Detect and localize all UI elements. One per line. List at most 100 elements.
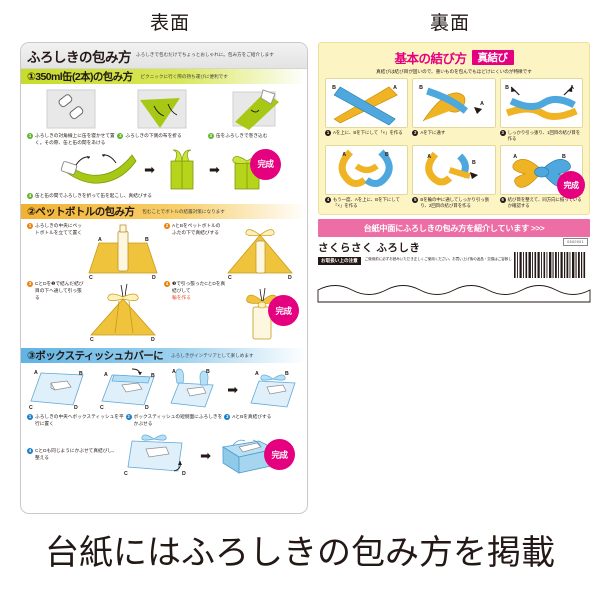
- label-b: B: [562, 154, 566, 160]
- step-text: Aを下に通す: [420, 130, 446, 135]
- back-panel-card: 基本の結び方 真結び 真結びは結び目が固いので、重いものを包んでもほどけにくいの…: [317, 42, 591, 303]
- corner-label-d: D: [151, 337, 155, 343]
- section-2-lower: 3 CとDを❷で結んだ結び目の下へ通して引っ張る C D: [27, 281, 301, 343]
- tissue-cover-tuck-cd-illustration: C D: [124, 434, 186, 477]
- step-text: ふろしきの中央へボックスティッシュを平行に置く: [35, 414, 124, 427]
- step-text: 缶と缶の間でふろしきを折って缶を起こし、真結びする: [35, 192, 152, 198]
- step-number: 2: [412, 130, 419, 136]
- step-text: しっかり引っ張り、1回目の結び目を作る: [507, 130, 581, 142]
- section-1-band: ①350ml缶(2本)の包み方 ピクニックに行く際の持ち運びに便利です: [21, 69, 307, 84]
- care-instructions-row: お取扱い上の注意 ご使用前に必ずお読みいただき正しくご使用ください。お買い上げ後…: [318, 256, 590, 265]
- section-3-heading: ③ボックスティッシュカバーに: [27, 350, 164, 363]
- knot-row-2: A B 4 もう一度、Aを上に、Bを下にして「×」を作る: [325, 145, 585, 209]
- section-2-step1: 1 ふろしきの中央にペットボトルを立てて置く A B C D: [27, 223, 164, 281]
- step-number: 2: [164, 223, 170, 230]
- corner-label-d: D: [182, 471, 186, 477]
- corner-label-d: D: [152, 275, 156, 281]
- front-panel-label: 表面: [149, 13, 190, 34]
- knot-step-1-caption: 1 Aを上に、Bを下にして「×」を作る: [325, 130, 408, 136]
- step-number: 3: [27, 281, 33, 288]
- corner-label-b: B: [151, 373, 155, 379]
- corner-label-a: A: [104, 372, 108, 378]
- arrow-icon: ➡: [209, 162, 220, 178]
- cross-reference-banner: 台紙中面にふろしきの包み方を紹介しています >>>: [318, 218, 590, 237]
- knot-step-5: A B 5 Bを輪の中に通してしっかり引っ張り、2回目の結び目を作る: [412, 145, 496, 209]
- knot-subtitle: 真結びは結び目が固いので、重いものを包んでもほどけにくいのが特徴です: [376, 69, 532, 74]
- step-text: CとDも同じようにかぶせて真結びし、整える: [35, 448, 117, 461]
- step-caption: 4 ❸で引っ張ったCとDを真結びして: [164, 281, 227, 295]
- tissue-box-on-cloth-illustration: A B C D: [29, 370, 84, 411]
- corner-label-a: A: [34, 370, 38, 376]
- arrow-icon: ➡: [144, 162, 155, 178]
- step-caption: 3 CとDを❷で結んだ結び目の下へ通して引っ張る: [27, 281, 85, 341]
- section-2-band: ②ペットボトルの包み方 包むことでボトルの結露対策になります: [21, 204, 307, 220]
- arrow-icon: ➡: [227, 381, 239, 397]
- product-code: 0500001: [563, 237, 588, 246]
- step-number: 2: [125, 414, 132, 421]
- step-caption: 3 缶をふろしきで巻き込む: [207, 133, 290, 140]
- section-2-step4: 4 ❸で引っ張ったCとDを真結びして 輪を作る 完成: [164, 281, 301, 341]
- label-a: A: [513, 154, 517, 160]
- section-3-band: ③ボックスティッシュカバーに ふろしきがインテリアとして楽しめます: [21, 348, 307, 364]
- corner-label-d: D: [145, 405, 149, 411]
- product-info-area: さくらさく ふろしき お取扱い上の注意 ご使用前に必ずお読みいただき正しくご使用…: [318, 237, 590, 286]
- knot-title-row: 基本の結び方 真結び: [325, 48, 583, 67]
- step-caption: 1 ふろしきの中央へボックスティッシュを平行に置く: [27, 414, 126, 428]
- step4-highlight-text: 輪を作る: [172, 295, 191, 301]
- corner-label-d: D: [288, 275, 292, 281]
- step-caption: 2 AとBをペットボトルのふたの下で真結びする: [164, 223, 224, 279]
- corner-label-c: C: [29, 405, 33, 411]
- step-caption: 2 ふろしきの下側の布を折る: [117, 133, 207, 140]
- section-1-note: ピクニックに行く際の持ち運びに便利です: [140, 73, 228, 79]
- knot-type-badge: 真結び: [471, 50, 514, 65]
- step-text: AとBをペットボトルのふたの下で真結びする: [172, 223, 221, 236]
- step-number: 5: [412, 197, 419, 204]
- knot-step-3-caption: 3 しっかり引っ張り、1回目の結び目を作る: [499, 130, 583, 142]
- step-number: 4: [27, 448, 33, 455]
- knot-step-4-caption: 4 もう一度、Aを上に、Bを下にして「×」を作る: [325, 197, 408, 209]
- torn-edge-decoration: [317, 285, 591, 303]
- step-number: 3: [207, 133, 214, 139]
- knot-step-5-caption: 5 Bを輪の中に通してしっかり引っ張り、2回目の結び目を作る: [412, 197, 495, 209]
- label-b: B: [385, 152, 389, 158]
- completion-badge: 完成: [557, 171, 585, 200]
- corner-label-a: A: [255, 371, 259, 377]
- section-3-final: 4 CとDも同じようにかぶせて真結びし、整える C D ➡: [27, 431, 301, 479]
- knot-row-1: B A 1 Aを上に、Bを下にして「×」を作る: [325, 78, 583, 142]
- completion-badge: 完成: [250, 148, 281, 180]
- step2-illustration-fold-lower-cloth: [137, 89, 187, 129]
- step-caption: 4 CとDも同じようにかぶせて真結びし、整える: [27, 448, 120, 462]
- section-3-note: ふろしきがインテリアとして楽しめます: [171, 352, 254, 358]
- label-a: A: [428, 154, 432, 160]
- section-2-note: 包むことでボトルの結露対策になります: [142, 208, 225, 214]
- corner-label-a: A: [98, 237, 102, 243]
- front-header: ふろしきの包み方 ふろしきで包むだけでちょっとおしゃれに。包み方をご紹介します: [21, 43, 307, 69]
- front-panel-card: ふろしきの包み方 ふろしきで包むだけでちょっとおしゃれに。包み方をご紹介します …: [20, 42, 308, 514]
- step-text: 結び目を整えて、同方向に揃っているか確認する: [507, 197, 582, 209]
- knot-step-1: B A 1 Aを上に、Bを下にして「×」を作る: [325, 78, 409, 142]
- front-subtitle: ふろしきで包むだけでちょっとおしゃれに。包み方をご紹介します: [136, 52, 274, 58]
- completion-badge: 完成: [264, 439, 295, 471]
- completion-badge: 完成: [268, 295, 299, 327]
- knot-step-2-illustration: B A: [412, 78, 496, 128]
- corner-label-b: B: [145, 237, 149, 243]
- back-panel-label: 裏面: [429, 13, 470, 34]
- knot-title: 基本の結び方: [394, 52, 467, 66]
- knot-step-3: B A 3 しっかり引っ張り、1回目の結び目を作る: [499, 78, 583, 142]
- step-text: ❸で引っ張ったCとDを真結びして: [172, 281, 226, 294]
- step-number: 4: [27, 192, 33, 199]
- bottle-tied-ab-illustration: C D: [227, 229, 294, 281]
- step-text: 缶をふろしきで巻き込む: [215, 133, 268, 138]
- step-number: 4: [164, 281, 170, 288]
- label-b: B: [419, 85, 423, 91]
- knot-step-2-caption: 2 Aを下に通す: [412, 130, 495, 136]
- corner-label-c: C: [100, 405, 104, 411]
- knot-step-2: B A 2 Aを下に通す: [412, 78, 496, 142]
- label-b: B: [505, 85, 509, 91]
- section-1-heading: ①350ml缶(2本)の包み方: [27, 71, 133, 83]
- step-number: 3: [224, 414, 231, 421]
- product-name: さくらさく ふろしき: [318, 241, 421, 254]
- knot-step-4: A B 4 もう一度、Aを上に、Bを下にして「×」を作る: [325, 145, 409, 209]
- step-caption: 3 AとBを真結びする: [224, 414, 301, 421]
